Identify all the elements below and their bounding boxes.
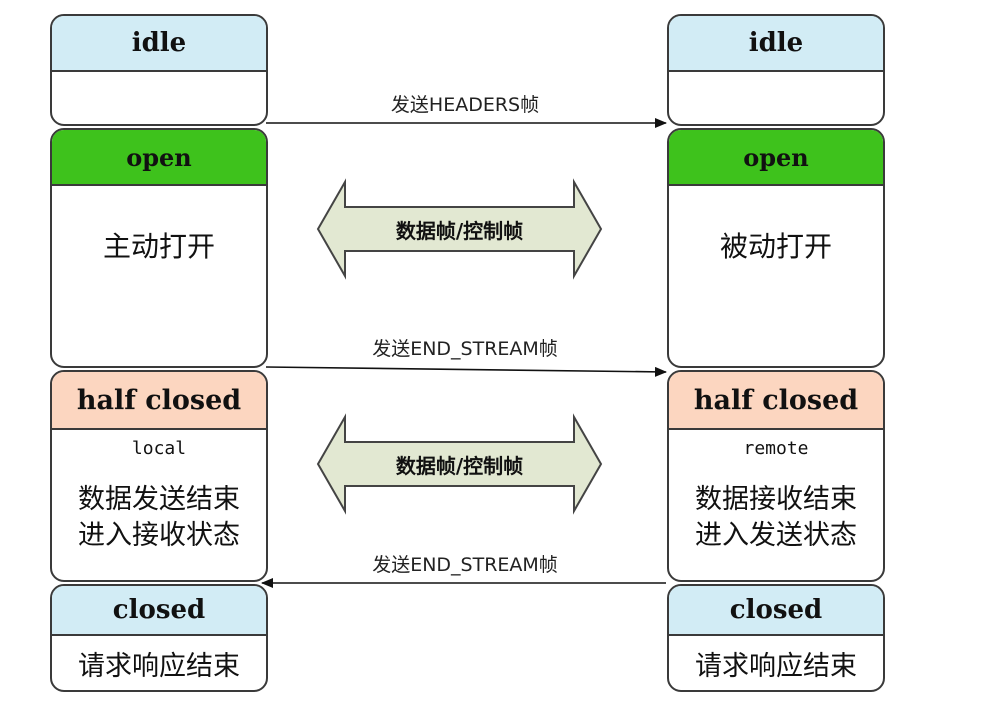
right-open-desc: 被动打开 — [719, 230, 832, 263]
left-idle-box: idle — [50, 14, 268, 126]
left-half-closed-box: half closed local 数据发送结束 进入接收状态 — [50, 370, 268, 582]
left-half-desc-line-1: 数据发送结束 — [78, 484, 240, 515]
left-idle-title: idle — [52, 16, 266, 72]
left-closed-desc: 请求响应结束 — [78, 650, 240, 682]
headers-label: 发送HEADERS帧 — [390, 94, 540, 116]
right-closed-desc: 请求响应结束 — [695, 650, 857, 682]
left-half-closed-desc: 数据发送结束 进入接收状态 — [52, 482, 266, 554]
left-closed-title: closed — [52, 586, 266, 636]
data-control-label-1: 数据帧/控制帧 — [395, 219, 524, 243]
double-arrow-1 — [316, 178, 603, 280]
data-control-label-2: 数据帧/控制帧 — [395, 454, 524, 478]
right-half-closed-desc: 数据接收结束 进入发送状态 — [669, 482, 883, 554]
double-arrow-2 — [316, 413, 603, 515]
right-open-box: open 被动打开 — [667, 128, 885, 368]
right-half-closed-sub: remote — [743, 438, 809, 459]
right-half-desc-line-2: 进入发送状态 — [695, 520, 857, 551]
left-open-box: open 主动打开 — [50, 128, 268, 368]
right-half-closed-title: half closed — [669, 372, 883, 430]
end-stream-arrow-1 — [265, 366, 667, 377]
left-half-desc-line-2: 进入接收状态 — [78, 520, 240, 551]
right-idle-box: idle — [667, 14, 885, 126]
left-open-title: open — [52, 130, 266, 186]
right-idle-title: idle — [669, 16, 883, 72]
left-closed-box: closed 请求响应结束 — [50, 584, 268, 692]
right-half-desc-line-1: 数据接收结束 — [695, 484, 857, 515]
right-closed-box: closed 请求响应结束 — [667, 584, 885, 692]
left-half-closed-title: half closed — [52, 372, 266, 430]
right-closed-title: closed — [669, 586, 883, 636]
left-open-desc: 主动打开 — [102, 230, 215, 263]
end-stream-label-1: 发送END_STREAM帧 — [372, 338, 558, 360]
end-stream-label-2: 发送END_STREAM帧 — [372, 554, 558, 576]
right-half-closed-box: half closed remote 数据接收结束 进入发送状态 — [667, 370, 885, 582]
left-half-closed-sub: local — [131, 438, 187, 459]
right-open-title: open — [669, 130, 883, 186]
